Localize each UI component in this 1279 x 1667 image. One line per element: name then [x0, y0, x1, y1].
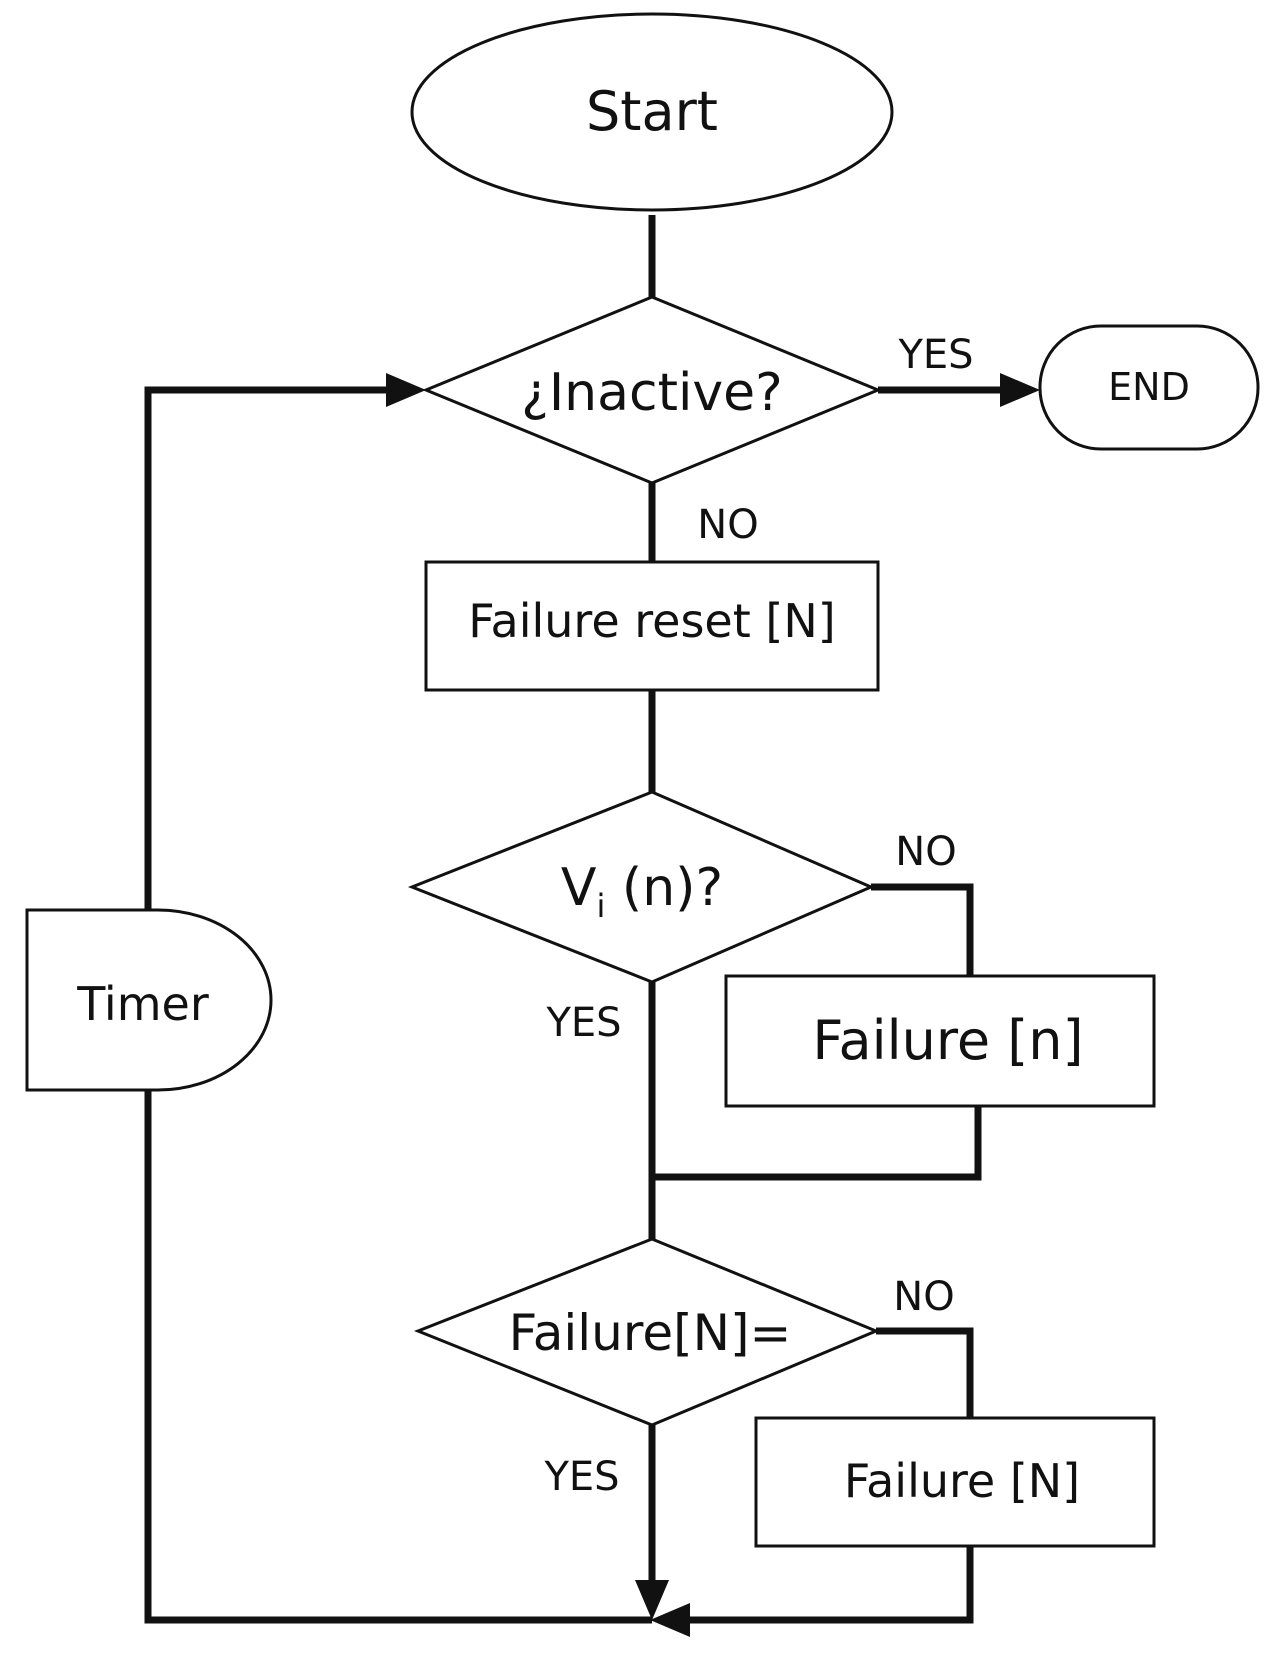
failure-N-process: Failure [N]: [754, 1416, 1156, 1548]
failure-reset-label: Failure reset [N]: [468, 594, 835, 648]
connectors: [144, 215, 1005, 1624]
failure-eq-decision: Failure[N]=: [413, 1237, 880, 1427]
vi-label-tail: (n)?: [605, 858, 723, 918]
connector-timer-to-inactive: [144, 386, 390, 910]
failure-reset-process: Failure reset [N]: [424, 560, 880, 692]
start-ellipse: [410, 12, 894, 212]
edge-label-vi-no: NO: [895, 829, 956, 875]
vi-label-main: V: [561, 858, 597, 918]
failure-reset-box: [424, 560, 880, 692]
arrow-eq-yes-down: [635, 1580, 669, 1620]
start-label: Start: [586, 80, 718, 143]
edge-label-eq-yes: YES: [543, 1454, 619, 1500]
end-label: END: [1108, 365, 1190, 409]
vi-diamond: [407, 790, 875, 984]
timer-delay-shape: [25, 908, 273, 1092]
vi-decision: Vi (n)?: [407, 790, 875, 984]
arrow-into-end: [1000, 373, 1040, 407]
inactive-label: ¿Inactive?: [521, 363, 783, 423]
edge-label-vi-yes: YES: [545, 1000, 621, 1046]
inactive-diamond: [422, 295, 882, 485]
failure-eq-label: Failure[N]=: [509, 1304, 792, 1362]
edge-label-inactive-yes: YES: [897, 332, 973, 378]
connector-loop-to-timer: [144, 1090, 652, 1624]
failure-n-label: Failure [n]: [812, 1009, 1083, 1072]
edge-labels: YES NO NO YES NO YES: [543, 332, 973, 1500]
edge-label-inactive-no: NO: [697, 502, 758, 548]
vi-label-subscript: i: [597, 887, 606, 925]
timer-label: Timer: [76, 977, 209, 1031]
failure-N-box: [754, 1416, 1156, 1548]
connector-failure-N-return: [665, 1546, 974, 1624]
arrowheads: [386, 373, 1040, 1637]
arrow-failure-N-return-left: [650, 1603, 690, 1637]
failure-n-process: Failure [n]: [724, 974, 1156, 1108]
end-rounded-rect: [1038, 324, 1260, 451]
end-node: END: [1038, 324, 1260, 451]
connector-vi-no-to-failure-n: [871, 883, 974, 976]
inactive-decision: ¿Inactive?: [422, 295, 882, 485]
connector-failure-n-return: [652, 1106, 982, 1181]
edge-label-eq-no: NO: [893, 1274, 954, 1320]
failure-eq-diamond: [413, 1237, 880, 1427]
connector-eq-no-to-failure-N: [876, 1327, 974, 1418]
timer-node: Timer: [25, 908, 273, 1092]
failure-N-label: Failure [N]: [844, 1454, 1080, 1508]
failure-n-box: [724, 974, 1156, 1108]
vi-label: Vi (n)?: [561, 858, 723, 925]
arrow-into-inactive: [386, 373, 426, 407]
start-node: Start: [410, 12, 894, 212]
